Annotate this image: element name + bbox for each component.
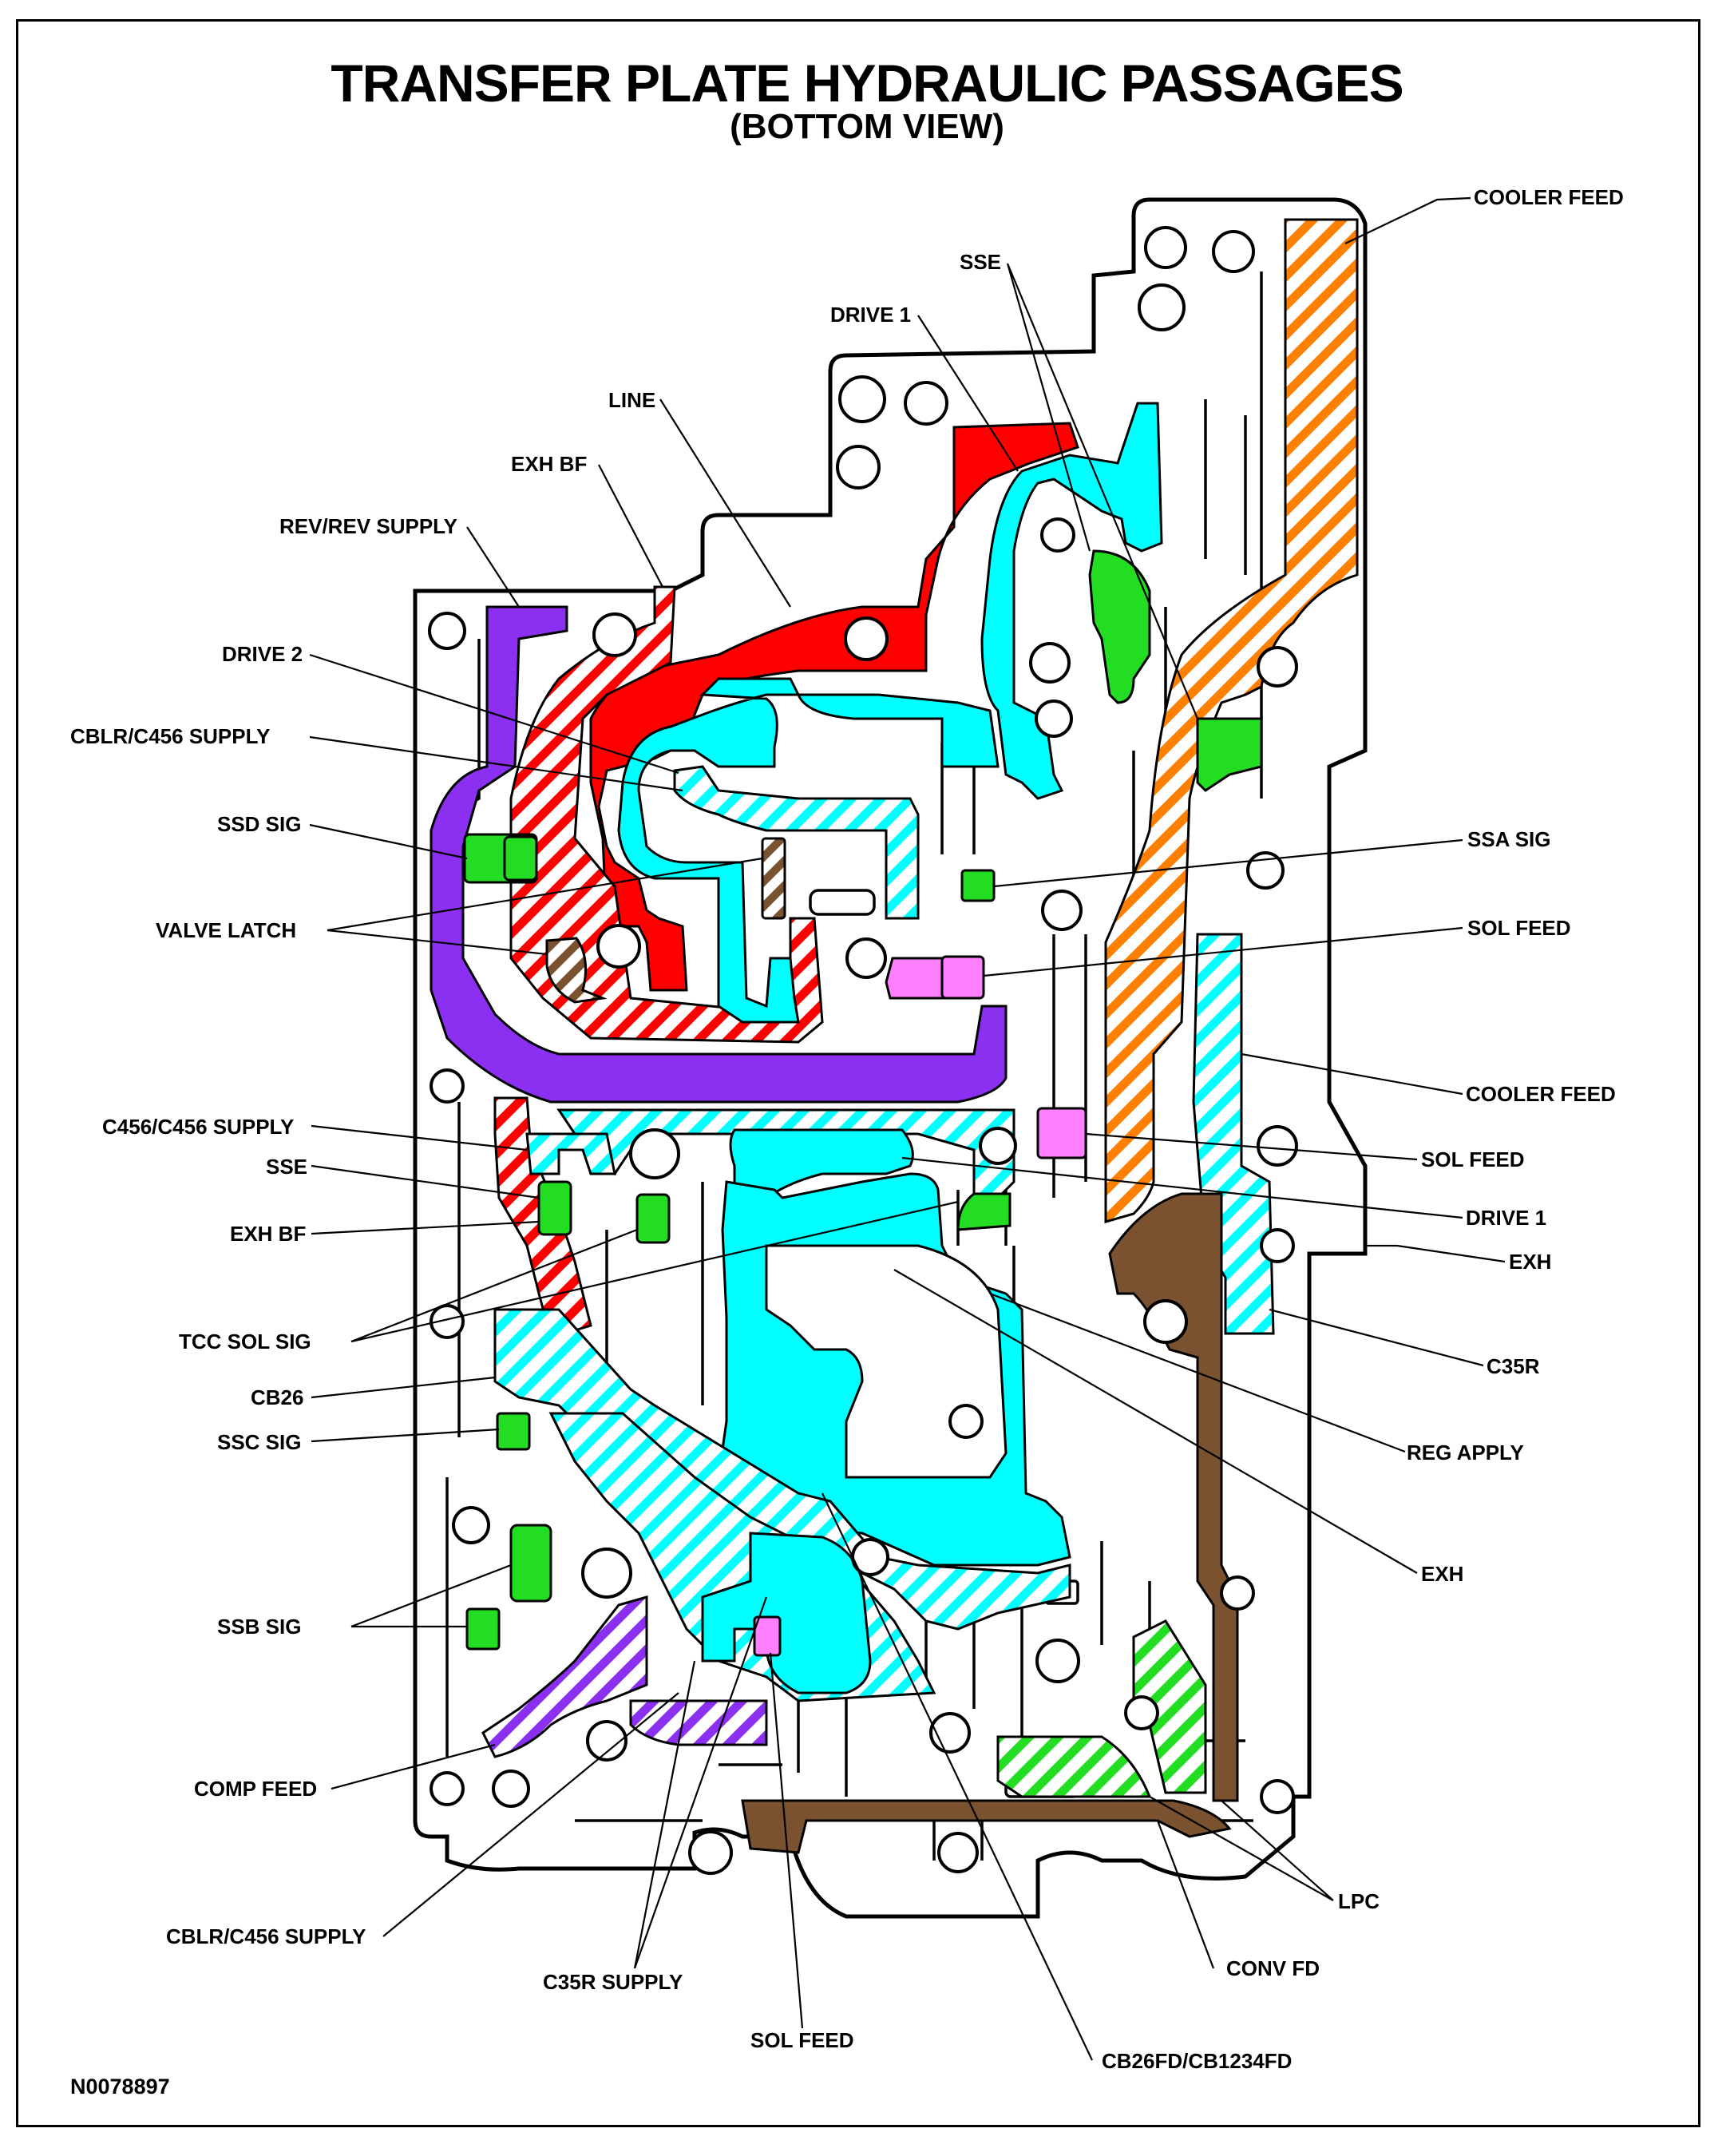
label-cb26fd: CB26FD/CB1234FD bbox=[1102, 2049, 1292, 2073]
block-sol-feed-upper bbox=[885, 957, 952, 1000]
label-drive2: DRIVE 2 bbox=[222, 642, 303, 666]
passage-conv-fd bbox=[1108, 1192, 1239, 1802]
block-ssa-sig bbox=[960, 869, 996, 902]
passage-drive1-loop bbox=[617, 677, 1000, 1024]
block-valve-latch-upper bbox=[761, 837, 786, 920]
label-reg-apply: REG APPLY bbox=[1407, 1441, 1524, 1464]
label-exh-lower: EXH bbox=[1421, 1562, 1463, 1586]
passage-rev-supply bbox=[430, 605, 1008, 1104]
label-valve-latch: VALVE LATCH bbox=[156, 918, 296, 942]
label-rev-supply: REV/REV SUPPLY bbox=[279, 514, 457, 538]
label-c35r: C35R bbox=[1487, 1354, 1540, 1378]
label-sol-feed-mid: SOL FEED bbox=[1421, 1147, 1525, 1171]
passage-lpc-lower bbox=[996, 1735, 1152, 1798]
block-sol-feed-mid bbox=[1036, 1107, 1087, 1159]
label-lpc: LPC bbox=[1338, 1889, 1380, 1913]
label-exh-right: EXH bbox=[1509, 1250, 1551, 1274]
block-exh-bf-mid bbox=[635, 1193, 671, 1244]
passage-drive1-mid bbox=[729, 1128, 914, 1199]
label-c35r-supply: C35R SUPPLY bbox=[543, 1970, 683, 1994]
label-comp-feed: COMP FEED bbox=[194, 1777, 317, 1801]
block-sse-mid bbox=[537, 1180, 572, 1236]
label-tcc-sol-sig: TCC SOL SIG bbox=[179, 1330, 311, 1353]
block-ssb-sig-lower bbox=[465, 1607, 501, 1651]
label-ssa-sig: SSA SIG bbox=[1467, 827, 1551, 851]
passage-comp-feed-right bbox=[629, 1699, 768, 1746]
passage-drive1-upper bbox=[980, 402, 1163, 800]
label-sol-feed-upper: SOL FEED bbox=[1467, 916, 1571, 940]
block-valve-latch-lower bbox=[545, 937, 608, 1004]
passage-conv-fd-bottom bbox=[741, 1799, 1232, 1854]
label-cooler-feed-mid: COOLER FEED bbox=[1466, 1082, 1616, 1106]
label-ssc-sig: SSC SIG bbox=[217, 1430, 301, 1454]
block-ssc-sig bbox=[496, 1412, 531, 1451]
callout-labels: COOLER FEED SSE DRIVE 1 LINE EXH BF REV/… bbox=[70, 185, 1624, 2073]
passage-line bbox=[589, 422, 1079, 992]
label-sse-top: SSE bbox=[960, 250, 1001, 274]
passage-drive2 bbox=[673, 765, 920, 920]
passage-c456-supply-small bbox=[525, 1132, 616, 1175]
label-sse-mid: SSE bbox=[266, 1155, 307, 1179]
block-ssb-sig-upper bbox=[509, 1524, 552, 1603]
label-conv-fd: CONV FD bbox=[1226, 1956, 1320, 1980]
leader-lines bbox=[309, 196, 1506, 2061]
plate-holes bbox=[428, 226, 1298, 1875]
passage-drive1-center-inner bbox=[765, 1244, 1008, 1479]
block-tcc-sol-sig bbox=[956, 1192, 1012, 1231]
passage-comp-feed bbox=[481, 1595, 648, 1758]
block-sol-feed-upper-2 bbox=[940, 955, 985, 1000]
label-ssd-sig: SSD SIG bbox=[217, 812, 301, 836]
label-exh-bf-top: EXH BF bbox=[511, 452, 587, 476]
diagram-subtitle: (BOTTOM VIEW) bbox=[730, 107, 1004, 146]
label-c456-supply: C456/C456 SUPPLY bbox=[102, 1115, 294, 1139]
label-cblr-bottom: CBLR/C456 SUPPLY bbox=[166, 1924, 366, 1948]
label-drive1-top: DRIVE 1 bbox=[830, 303, 911, 327]
label-ssb-sig: SSB SIG bbox=[217, 1615, 301, 1639]
label-drive1-mid: DRIVE 1 bbox=[1466, 1206, 1546, 1230]
label-cb26: CB26 bbox=[251, 1385, 303, 1409]
label-cblr-top: CBLR/C456 SUPPLY bbox=[70, 724, 270, 748]
block-sse-top bbox=[1088, 549, 1151, 704]
label-cooler-feed-top: COOLER FEED bbox=[1474, 185, 1624, 209]
label-line: LINE bbox=[608, 388, 655, 412]
passage-cooler-feed bbox=[1104, 218, 1359, 1223]
label-sol-feed-bottom: SOL FEED bbox=[750, 2028, 854, 2052]
figure-id: N0078897 bbox=[70, 2075, 170, 2099]
block-ssd-sig-inner bbox=[503, 835, 538, 882]
block-sol-feed-bottom bbox=[753, 1615, 782, 1657]
diagram-title: TRANSFER PLATE HYDRAULIC PASSAGES bbox=[331, 54, 1403, 113]
block-sse-right bbox=[1196, 717, 1263, 792]
label-exh-bf-mid: EXH BF bbox=[230, 1222, 306, 1246]
